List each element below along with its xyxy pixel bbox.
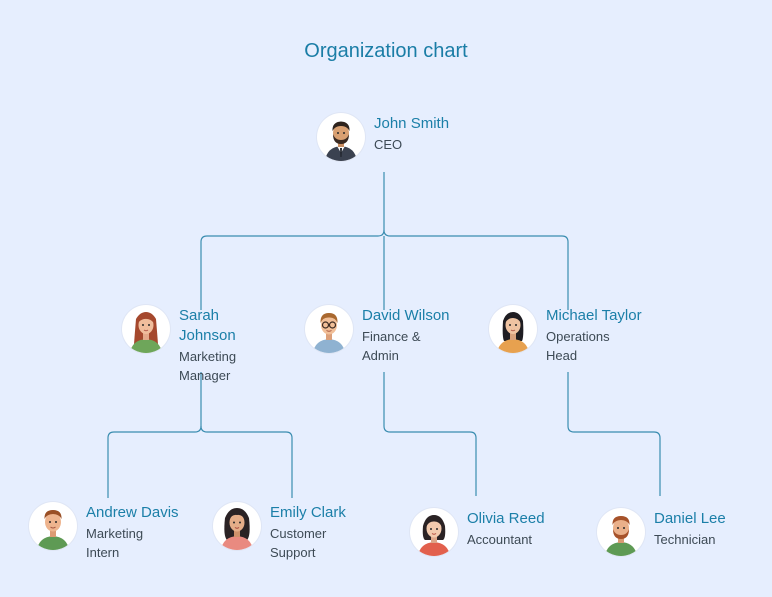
node-name: Michael Taylor [546, 307, 642, 324]
man-ginger-beard-avatar-icon [597, 508, 645, 556]
connector-michael-daniel [567, 372, 661, 496]
connector-ceo-michael [383, 229, 569, 310]
node-role: Customer Support [270, 526, 327, 560]
node-name: David Wilson [362, 307, 450, 324]
org-node-daniel-lee[interactable]: Daniel Lee Technician [597, 508, 726, 556]
org-node-david-wilson[interactable]: David Wilson Finance & Admin [305, 305, 457, 365]
node-name: Olivia Reed [467, 510, 545, 527]
node-role: Marketing Intern [86, 526, 144, 560]
woman-dark-hair-avatar-icon [489, 305, 537, 353]
org-node-emily-clark[interactable]: Emily Clark Customer Support [213, 502, 360, 562]
node-role: Accountant [467, 532, 533, 547]
page-title: Organization chart [304, 40, 468, 62]
node-name: John Smith [374, 115, 450, 132]
org-node-andrew-davis[interactable]: Andrew Davis Marketing Intern [29, 502, 186, 562]
connector-david-olivia [383, 372, 477, 496]
node-role: Finance & Admin [362, 329, 421, 363]
connector-ceo-sarah [200, 229, 385, 310]
woman-curly-hair-avatar-icon [213, 502, 261, 550]
node-name: Sarah Johnson [179, 307, 236, 344]
org-node-sarah-johnson[interactable]: Sarah Johnson Marketing Manager [122, 305, 259, 385]
node-name: Daniel Lee [654, 510, 726, 527]
org-node-john-smith[interactable]: John Smith CEO [317, 113, 449, 161]
man-green-shirt-avatar-icon [29, 502, 77, 550]
woman-bob-hair-avatar-icon [410, 508, 458, 556]
node-role: CEO [374, 137, 403, 152]
node-name: Emily Clark [270, 504, 346, 521]
man-beard-suit-avatar-icon [317, 113, 365, 161]
node-name: Andrew Davis [86, 504, 179, 521]
node-role: Marketing Manager [179, 349, 237, 383]
connector-sarah-andrew [107, 425, 202, 498]
org-node-michael-taylor[interactable]: Michael Taylor Operations Head [489, 305, 656, 365]
node-role: Technician [654, 532, 716, 547]
org-node-olivia-reed[interactable]: Olivia Reed Accountant [410, 508, 545, 556]
man-glasses-avatar-icon [305, 305, 353, 353]
node-role: Operations Head [546, 329, 610, 363]
connector-sarah-emily [200, 425, 293, 498]
woman-auburn-hair-avatar-icon [122, 305, 170, 353]
